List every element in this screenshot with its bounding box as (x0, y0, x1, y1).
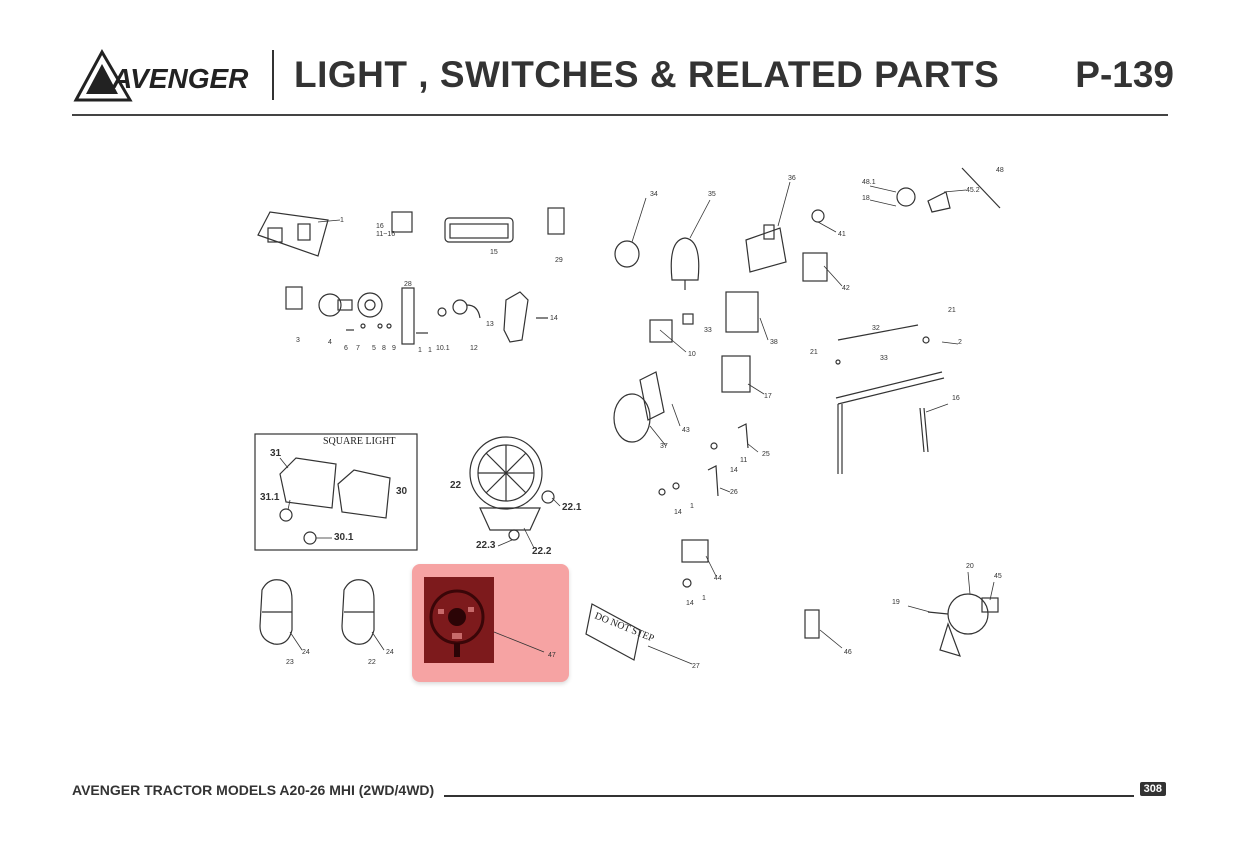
page-code: P-139 (1075, 54, 1174, 95)
svg-text:4: 4 (328, 339, 332, 346)
svg-text:24: 24 (386, 649, 394, 656)
svg-text:22: 22 (450, 480, 462, 491)
svg-text:8: 8 (382, 345, 386, 352)
svg-text:25: 25 (762, 451, 770, 458)
svg-text:41: 41 (838, 231, 846, 238)
svg-text:34: 34 (650, 191, 658, 198)
svg-text:21: 21 (948, 307, 956, 314)
header-divider (272, 50, 274, 100)
svg-text:14: 14 (674, 509, 682, 516)
svg-text:7: 7 (356, 345, 360, 352)
svg-text:33: 33 (704, 327, 712, 334)
svg-text:6: 6 (344, 345, 348, 352)
part-47-switch-panel (424, 577, 494, 663)
svg-text:44: 44 (714, 575, 722, 582)
svg-text:1: 1 (418, 347, 422, 354)
svg-text:45: 45 (994, 573, 1002, 580)
svg-text:36: 36 (788, 175, 796, 182)
svg-text:22.3: 22.3 (476, 540, 496, 551)
svg-text:1: 1 (702, 595, 706, 602)
svg-text:18: 18 (862, 195, 870, 202)
svg-text:3: 3 (296, 337, 300, 344)
svg-text:32: 32 (872, 325, 880, 332)
svg-text:42: 42 (842, 285, 850, 292)
svg-text:9: 9 (392, 345, 396, 352)
svg-text:31: 31 (270, 448, 282, 459)
svg-text:14: 14 (550, 315, 558, 322)
square-light-label: SQUARE LIGHT (323, 436, 396, 447)
svg-text:12: 12 (470, 345, 478, 352)
svg-text:10.1: 10.1 (436, 345, 450, 352)
svg-text:22: 22 (368, 659, 376, 666)
svg-text:26: 26 (730, 489, 738, 496)
page-header: AVENGER LIGHT , SWITCHES & RELATED PARTS… (72, 40, 1174, 116)
svg-text:14: 14 (730, 467, 738, 474)
logo-text: AVENGER (111, 63, 249, 94)
svg-text:1: 1 (340, 217, 344, 224)
svg-text:45.2: 45.2 (966, 187, 980, 194)
svg-text:19: 19 (892, 599, 900, 606)
svg-text:27: 27 (692, 663, 700, 670)
svg-text:1: 1 (690, 503, 694, 510)
svg-text:24: 24 (302, 649, 310, 656)
svg-text:47: 47 (548, 652, 556, 659)
svg-text:16: 16 (952, 395, 960, 402)
svg-text:16: 16 (376, 223, 384, 230)
svg-text:38: 38 (770, 339, 778, 346)
svg-text:15: 15 (490, 249, 498, 256)
footer-rule (444, 795, 1134, 797)
svg-text:29: 29 (555, 257, 563, 264)
page-number: 308 (1139, 782, 1166, 796)
footer-text: AVENGER TRACTOR MODELS A20-26 MHI (2WD/4… (72, 782, 435, 798)
svg-text:13: 13 (486, 321, 494, 328)
svg-text:48.1: 48.1 (862, 179, 876, 186)
svg-text:22.2: 22.2 (532, 546, 552, 557)
svg-text:22.1: 22.1 (562, 502, 582, 513)
svg-text:23: 23 (286, 659, 294, 666)
svg-text:2: 2 (958, 339, 962, 346)
svg-text:28: 28 (404, 281, 412, 288)
stamp-text: DO NOT STEP (593, 611, 656, 645)
svg-text:31.1: 31.1 (260, 492, 280, 503)
avenger-logo: AVENGER (73, 48, 249, 102)
svg-text:46: 46 (844, 649, 852, 656)
svg-text:30.1: 30.1 (334, 532, 354, 543)
svg-text:5: 5 (372, 345, 376, 352)
svg-text:20: 20 (966, 563, 974, 570)
svg-text:30: 30 (396, 486, 408, 497)
svg-text:1: 1 (428, 347, 432, 354)
page-title: LIGHT , SWITCHES & RELATED PARTS (294, 54, 1000, 95)
svg-text:43: 43 (682, 427, 690, 434)
svg-text:35: 35 (708, 191, 716, 198)
svg-text:11~16: 11~16 (376, 231, 395, 238)
svg-text:17: 17 (764, 393, 772, 400)
svg-text:11: 11 (740, 457, 747, 464)
svg-text:14: 14 (686, 600, 694, 607)
svg-text:33: 33 (880, 355, 888, 362)
svg-text:21: 21 (810, 349, 818, 356)
svg-text:37: 37 (660, 443, 668, 450)
page-footer: AVENGER TRACTOR MODELS A20-26 MHI (2WD/4… (72, 782, 1168, 802)
svg-text:10: 10 (688, 351, 696, 358)
svg-text:48: 48 (996, 167, 1004, 174)
header-rule (72, 114, 1168, 116)
